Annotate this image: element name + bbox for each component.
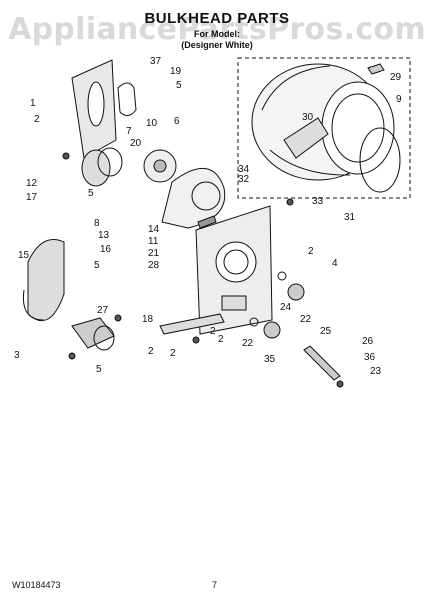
callout-2: 2 [308,246,314,257]
callout-28: 28 [148,260,160,271]
callout-14: 14 [148,224,160,235]
callout-31: 31 [344,212,356,223]
baffle [283,117,329,159]
callout-30: 30 [302,112,314,123]
callout-2: 2 [34,114,40,125]
callout-8: 8 [94,218,100,229]
callout-22: 22 [242,338,254,349]
drum-slide [303,345,341,381]
callout-3: 3 [14,350,20,361]
bearing [81,149,111,187]
drum-roller [287,283,305,301]
callout-36: 36 [364,352,376,363]
page-number: 7 [212,580,218,590]
callout-5: 5 [176,80,182,91]
callout-24: 24 [280,302,292,313]
callout-10: 10 [146,118,158,129]
heater-assembly [27,239,65,322]
page-title: BULKHEAD PARTS [144,10,290,27]
callout-17: 17 [26,192,38,203]
model-line: For Model: [194,29,240,39]
callout-22: 22 [300,314,312,325]
callout-20: 20 [130,138,142,149]
callout-35: 35 [264,354,276,365]
blower-housing [161,167,226,229]
callout-5: 5 [88,188,94,199]
base-bracket [159,313,225,335]
watermark-logo: AppliancePartsPros.com [8,12,426,47]
callout-33: 33 [312,196,324,207]
callout-21: 21 [148,248,160,259]
callout-32: 32 [238,174,250,185]
callout-13: 13 [98,230,110,241]
callout-34: 34 [238,164,250,175]
lint-filter [197,215,217,229]
color-line: (Designer White) [181,40,253,50]
callout-2: 2 [218,334,224,345]
callout-29: 29 [390,72,402,83]
callout-37: 37 [150,56,162,67]
callout-11: 11 [148,236,159,247]
callout-15: 15 [18,250,30,261]
callout-5: 5 [96,364,102,375]
callout-4: 4 [332,258,338,269]
callout-6: 6 [174,116,180,127]
callout-12: 12 [26,178,38,189]
callout-16: 16 [100,244,112,255]
drum-assembly-box [237,57,411,199]
callout-25: 25 [320,326,332,337]
callout-1: 1 [30,98,36,109]
callout-7: 7 [126,126,132,137]
callout-2: 2 [210,326,216,337]
document-number: W10184473 [12,580,61,590]
drum-roller [263,321,281,339]
heater-cover [71,317,115,349]
clip [367,63,385,75]
callout-26: 26 [362,336,374,347]
callout-5: 5 [94,260,100,271]
gasket [117,82,137,116]
callout-2: 2 [148,346,154,357]
drum-seal [359,127,401,193]
callout-23: 23 [370,366,382,377]
callout-19: 19 [170,66,182,77]
callout-18: 18 [142,314,154,325]
callout-9: 9 [396,94,402,105]
callout-2: 2 [170,348,176,359]
callout-27: 27 [97,305,109,316]
